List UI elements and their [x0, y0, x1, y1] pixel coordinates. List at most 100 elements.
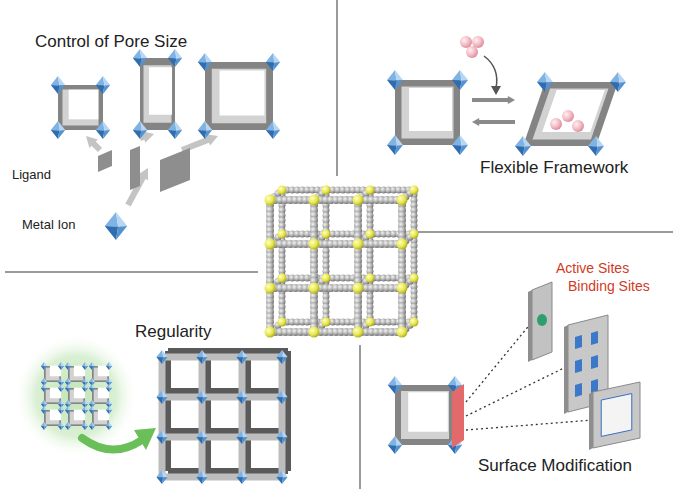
octahedron-face — [276, 430, 283, 437]
octahedron-face — [41, 406, 45, 410]
octahedron-face — [455, 445, 462, 454]
octahedron-face — [58, 406, 62, 410]
octahedron-face — [41, 426, 45, 430]
octahedron-face — [82, 406, 86, 410]
octahedron-face — [395, 376, 402, 385]
grid-bar — [205, 351, 211, 471]
metal-node — [278, 274, 287, 283]
pore-opening — [50, 366, 61, 377]
active-site — [537, 314, 547, 326]
arrow-head — [134, 428, 156, 450]
octahedron-face — [175, 121, 182, 130]
octahedron-face — [545, 72, 553, 83]
octahedron-face — [448, 376, 457, 385]
octahedron-face — [92, 400, 95, 404]
grid-bar — [159, 357, 166, 477]
octahedron-face — [41, 366, 45, 370]
octahedron-face — [156, 357, 163, 364]
octahedron-face — [460, 145, 468, 155]
octahedron-face — [85, 400, 88, 404]
octahedron-face — [65, 422, 69, 426]
octahedron-face — [96, 121, 105, 130]
atom-sphere — [367, 187, 374, 194]
octahedron-face — [140, 130, 147, 139]
octahedron-face — [68, 388, 71, 392]
octahedron-face — [103, 76, 110, 85]
metal-node — [278, 230, 287, 239]
octahedron-face — [395, 80, 403, 90]
octahedron-face — [205, 130, 212, 139]
pore-frame — [140, 58, 175, 130]
octahedron-face — [156, 470, 163, 477]
atom-sphere — [323, 187, 330, 194]
atom-sphere — [279, 275, 286, 282]
octahedron-face — [68, 422, 71, 426]
atom-sphere — [411, 319, 418, 326]
octahedron-face — [196, 357, 203, 364]
metal-node — [353, 239, 364, 250]
octahedron-face — [537, 82, 547, 92]
pore-opening — [74, 366, 85, 377]
pore-opening — [98, 388, 109, 399]
octahedron-face — [198, 121, 207, 130]
octahedron-face — [41, 422, 45, 426]
metal-node — [410, 230, 419, 239]
atom-sphere — [323, 275, 330, 282]
octahedron-face — [515, 146, 525, 156]
octahedron-face — [65, 362, 69, 366]
octahedron-face — [196, 470, 203, 477]
part-label: Ligand — [12, 168, 51, 183]
octahedron-face — [162, 470, 168, 477]
octahedron-face — [388, 436, 397, 445]
octahedron-face — [65, 410, 69, 414]
octahedron-face — [44, 388, 47, 392]
octahedron-face — [196, 390, 203, 397]
octahedron-face — [109, 378, 112, 382]
guest-molecule — [572, 120, 584, 132]
binding-site — [575, 383, 582, 397]
grid-bar — [162, 394, 282, 401]
octahedron-face — [103, 85, 110, 94]
octahedron-face — [387, 70, 397, 81]
metal-node — [353, 283, 364, 294]
octahedron-face — [282, 477, 288, 484]
pore-inner-wall — [533, 88, 609, 139]
binding-site — [575, 359, 582, 373]
octahedron-face — [85, 406, 88, 410]
surface-panel — [388, 282, 640, 454]
panel-title: Flexible Framework — [480, 158, 628, 178]
octahedron-face — [82, 384, 86, 388]
octahedron-face — [236, 470, 243, 477]
octahedron-face — [162, 430, 168, 437]
octahedron-face — [58, 76, 65, 85]
atom-sphere — [279, 231, 286, 238]
octahedron-face — [103, 130, 110, 139]
octahedron-face — [156, 397, 163, 404]
octahedron-face — [106, 422, 110, 426]
pore-opening — [98, 410, 109, 421]
arrow-head — [491, 86, 501, 95]
site-panel — [532, 282, 552, 360]
panel-edge — [564, 325, 568, 414]
pore-frame — [44, 366, 61, 382]
octahedron-face — [106, 426, 110, 430]
octahedron-face — [65, 406, 69, 410]
octahedron-face — [89, 410, 93, 414]
octahedron-face — [162, 437, 168, 444]
octahedron-face — [242, 357, 248, 364]
octahedron-face — [61, 422, 64, 426]
grid-bar — [165, 351, 171, 471]
pore-opening — [50, 388, 61, 399]
pore-frame — [68, 366, 85, 382]
octahedron-face — [61, 400, 64, 404]
mof-crystal — [265, 186, 419, 338]
octahedron-face — [236, 477, 243, 484]
octahedron-face — [89, 426, 93, 430]
grid-bar — [162, 434, 282, 441]
regularity-panel — [14, 334, 288, 484]
divider-line — [418, 231, 673, 233]
octahedron-face — [273, 130, 280, 139]
octahedron-face — [68, 410, 71, 414]
octahedron-face — [61, 362, 64, 366]
octahedron-face — [596, 136, 604, 147]
